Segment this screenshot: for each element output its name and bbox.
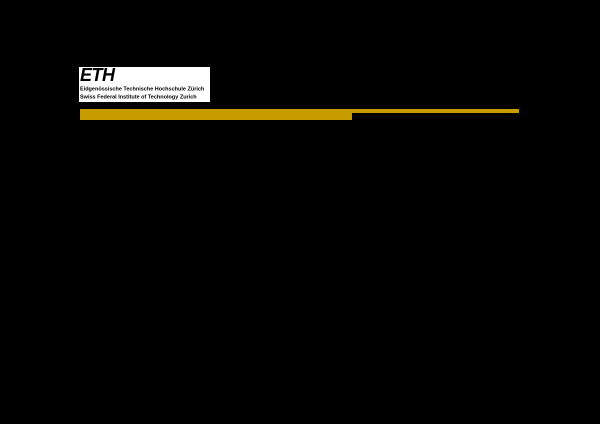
accent-bar-thick xyxy=(80,109,352,120)
logo-text-english-wrap: Swiss Federal Institute of Technology Zu… xyxy=(80,94,211,100)
logo-text-english: Swiss Federal Institute of Technology Zu… xyxy=(80,93,197,100)
logo-text-german-wrap: Eidgenössische Technische Hochschule Zür… xyxy=(80,86,211,92)
eth-logo: ETH Eidgenössische Technische Hochschule… xyxy=(79,65,211,102)
eth-wordmark: ETH xyxy=(80,65,115,85)
logo-text-german: Eidgenössische Technische Hochschule Zür… xyxy=(80,85,205,92)
accent-bar-thin xyxy=(352,109,519,113)
